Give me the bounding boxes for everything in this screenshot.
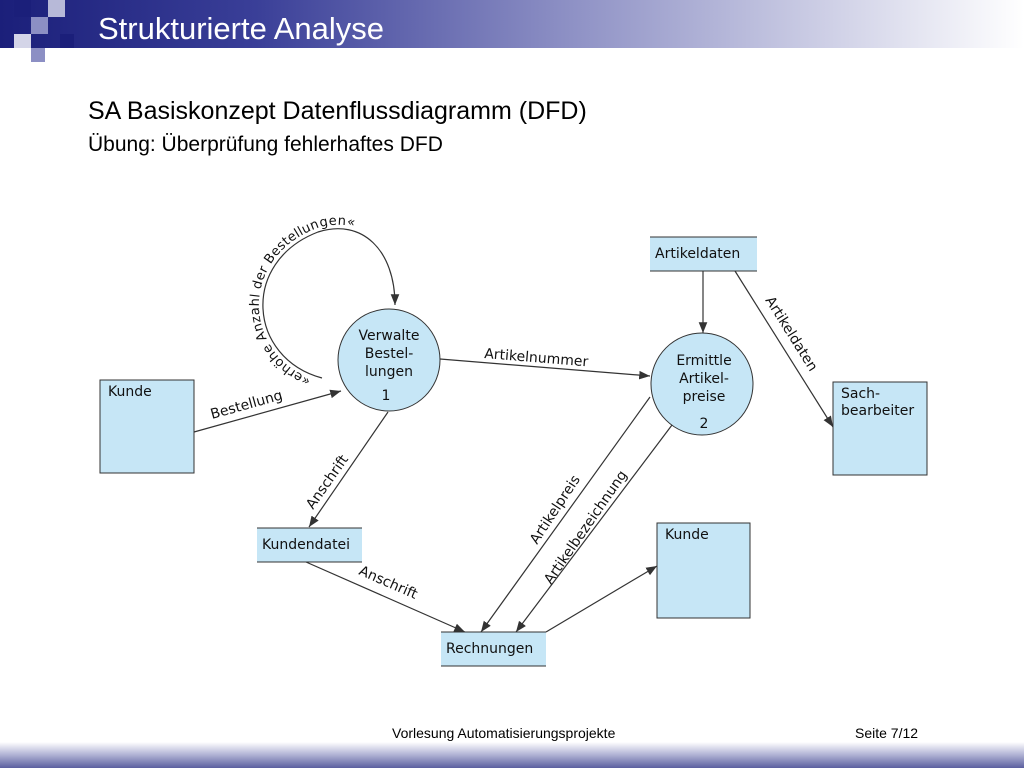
slide-title: Strukturierte Analyse — [98, 11, 385, 46]
flow-label: Anschrift — [303, 452, 352, 512]
flow-artikelpreis: Artikelpreis — [480, 396, 651, 633]
logo-square — [14, 0, 31, 17]
terminator-kunde-right: Kunde — [656, 522, 751, 619]
store-label: Kundendatei — [262, 537, 350, 553]
heading-line-2: Übung: Überprüfung fehlerhaftes DFD — [88, 133, 443, 156]
logo-square — [48, 0, 65, 17]
terminator-label: Sach- — [841, 386, 880, 402]
store-rechnungen: Rechnungen — [441, 631, 546, 667]
footer-lecture: Vorlesung Automatisierungsprojekte — [392, 725, 616, 741]
flow-label: Artikeldaten — [762, 294, 821, 375]
logo-square — [31, 17, 48, 34]
footer-bar — [0, 742, 1024, 768]
flow-artikeldaten-to-sachbearbeiter: Artikeldaten — [734, 270, 834, 428]
heading-line-1: SA Basiskonzept Datenflussdiagramm (DFD) — [88, 97, 587, 125]
header-bar — [0, 0, 1024, 48]
terminator-sachbearbeiter: Sach- bearbeiter — [832, 381, 928, 476]
footer-page-number: Seite 7/12 — [855, 725, 919, 741]
process-label: lungen — [365, 364, 413, 380]
flow-anschrift-p1-kundendatei: Anschrift — [303, 411, 389, 528]
flow-bestellung: Bestellung — [193, 388, 342, 433]
logo-square — [14, 34, 31, 48]
flow-rechnungen-kunde — [545, 565, 658, 633]
process-label: Verwalte — [359, 328, 420, 344]
process-label: preise — [683, 389, 726, 405]
flow-anschrift-kundendatei-rechnungen: Anschrift — [305, 561, 466, 633]
terminator-label: bearbeiter — [841, 403, 914, 419]
process-1: Verwalte Bestel- lungen 1 — [337, 308, 441, 412]
terminator-label: Kunde — [108, 384, 152, 400]
store-label: Artikeldaten — [655, 246, 740, 262]
process-label: Bestel- — [365, 346, 414, 362]
store-artikeldaten: Artikeldaten — [650, 236, 757, 272]
process-2: Ermittle Artikel- preise 2 — [650, 332, 754, 436]
store-kundendatei: Kundendatei — [257, 527, 362, 563]
terminator-kunde-left: Kunde — [99, 379, 195, 474]
flow-artikelnummer: Artikelnummer — [439, 346, 651, 380]
terminator-label: Kunde — [665, 527, 709, 543]
process-number: 2 — [700, 416, 709, 432]
process-label: Ermittle — [676, 353, 731, 369]
logo-square — [60, 34, 74, 48]
process-label: Artikel- — [679, 371, 729, 387]
logo-square — [31, 48, 45, 62]
process-number: 1 — [382, 388, 391, 404]
flow-label: Anschrift — [356, 563, 420, 603]
store-label: Rechnungen — [446, 641, 533, 657]
